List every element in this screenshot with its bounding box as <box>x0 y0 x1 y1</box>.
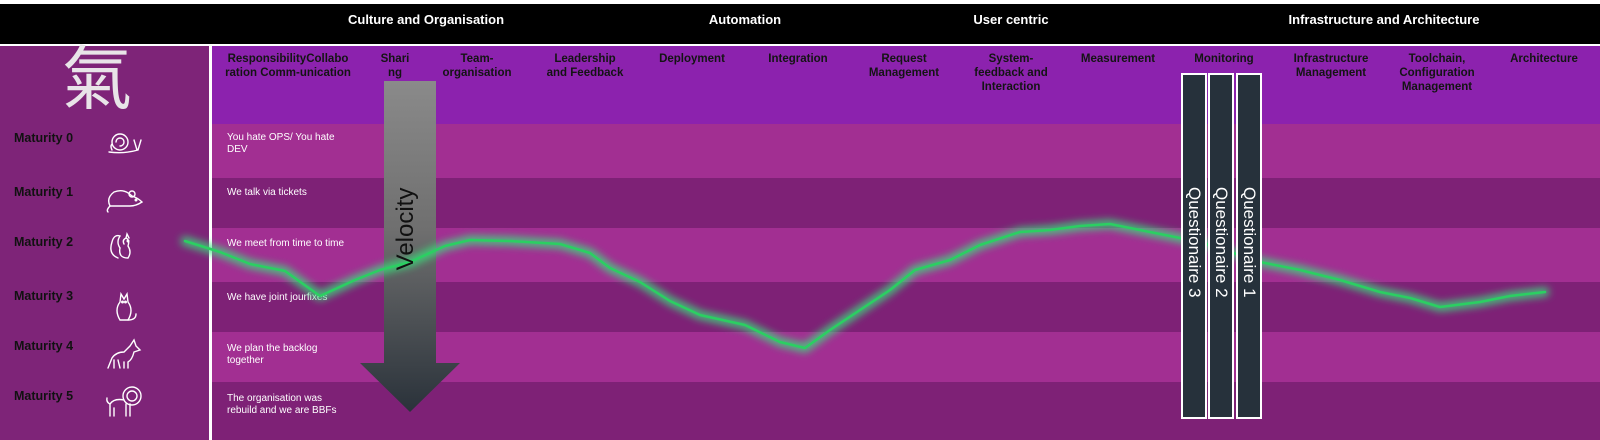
maturity-band-1 <box>212 178 1600 228</box>
column-integration: Integration <box>768 53 828 65</box>
maturity-label-5: Maturity 5 <box>14 389 74 403</box>
questionnaire-column-1[interactable]: Questionaire 1 <box>1236 73 1262 419</box>
velocity-label: Velocity <box>392 187 419 271</box>
section-title-automation: Automation <box>708 12 782 27</box>
qi-logo: 氣 <box>62 38 132 120</box>
column-deployment: Deployment <box>659 53 725 65</box>
velocity-arrow <box>360 81 460 412</box>
level-description-1: We talk via tickets <box>227 187 307 198</box>
questionnaire-label-3: Questionaire 3 <box>1185 187 1204 298</box>
column-request-management: Request Management <box>868 53 940 79</box>
maturity-label-3: Maturity 3 <box>14 289 74 303</box>
questionnaire-label-2: Questionaire 2 <box>1212 187 1231 298</box>
maturity-sidebar: 氣 Maturity 0 Maturity 1 Maturity 2 Matur… <box>0 38 209 440</box>
column-system-feedback: System-feedback and Interaction <box>974 53 1048 93</box>
column-toolchain: Toolchain, Configuration Management <box>1399 53 1475 93</box>
level-description-4: We plan the backlog together <box>227 343 318 366</box>
mouse-icon <box>106 189 144 213</box>
questionnaire-column-3[interactable]: Questionaire 3 <box>1181 73 1207 419</box>
lion-icon <box>106 386 142 417</box>
snail-icon <box>108 133 142 154</box>
column-header-row <box>212 46 1600 124</box>
section-title-culture: Culture and Organisation <box>347 12 505 27</box>
column-sharing: Shari ng <box>380 53 410 79</box>
cat-icon <box>116 291 137 321</box>
level-description-5: The organisation was rebuild and we are … <box>227 393 337 416</box>
section-title-infrastructure: Infrastructure and Architecture <box>1288 12 1480 27</box>
level-description-2: We meet from time to time <box>227 238 345 249</box>
section-title-user-centric: User centric <box>973 12 1049 27</box>
maturity-label-4: Maturity 4 <box>14 339 74 353</box>
wolf-icon <box>107 338 142 369</box>
column-responsibility: ResponsibilityCollabo ration Comm-unicat… <box>225 53 351 79</box>
level-description-0: You hate OPS/ You hate DEV <box>227 132 335 155</box>
maturity-band-0 <box>212 124 1600 178</box>
maturity-band-5 <box>212 382 1600 440</box>
maturity-label-1: Maturity 1 <box>14 185 74 199</box>
squirrel-icon <box>110 231 131 259</box>
questionnaire-label-1: Questionaire 1 <box>1240 187 1259 298</box>
column-leadership: Leadership and Feedback <box>546 53 624 79</box>
column-infrastructure-management: Infrastructure Management <box>1293 53 1369 79</box>
maturity-label-0: Maturity 0 <box>14 131 74 145</box>
level-description-3: We have joint jourfixes <box>227 292 328 303</box>
maturity-label-2: Maturity 2 <box>14 235 74 249</box>
maturity-trend-line <box>180 219 1550 353</box>
sidebar-divider <box>209 46 212 440</box>
column-measurement: Measurement <box>1080 53 1156 65</box>
column-monitoring: Monitoring <box>1194 53 1254 65</box>
column-architecture: Architecture <box>1510 53 1578 65</box>
column-team-organisation: Team-organisation <box>442 53 512 79</box>
questionnaire-column-2[interactable]: Questionaire 2 <box>1208 73 1234 419</box>
top-bar: Culture and Organisation Automation User… <box>0 4 1600 44</box>
